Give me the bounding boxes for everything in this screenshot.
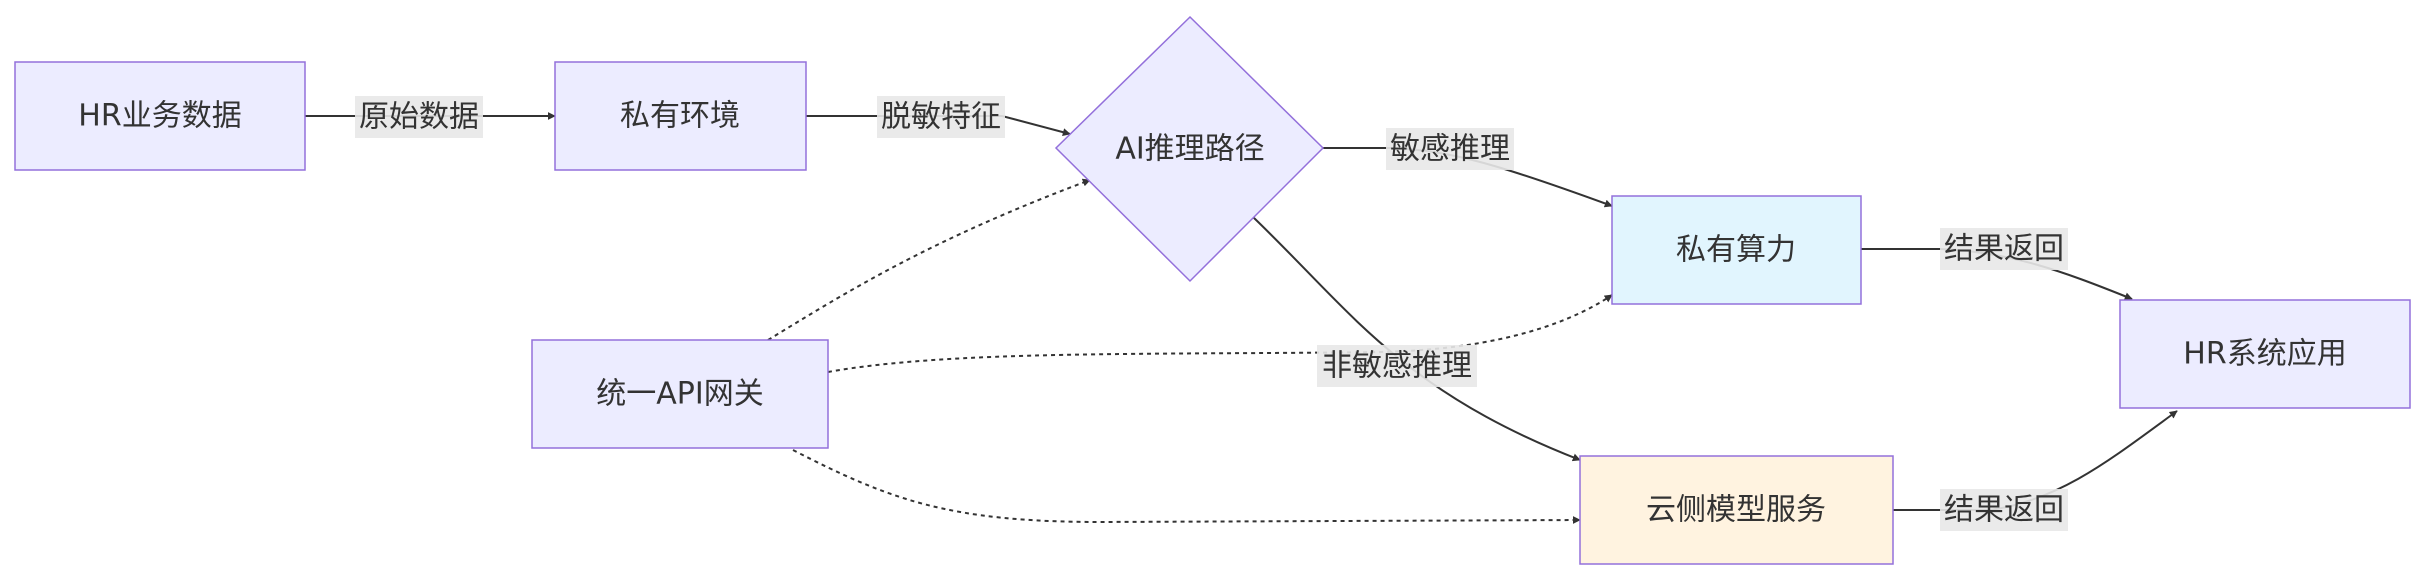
node-cloud-model: 云侧模型服务	[1579, 455, 1894, 565]
edge-label-raw-data-bg	[355, 96, 483, 138]
edge-label-sensitive: 敏感推理	[1386, 128, 1514, 170]
node-private-compute-box	[1611, 195, 1862, 305]
node-private-env-box	[554, 61, 807, 171]
edge-label-return-cloud: 结果返回	[1940, 489, 2068, 531]
node-private-compute: 私有算力	[1611, 195, 1862, 305]
edge-label-sensitive-text: 敏感推理	[1390, 132, 1510, 167]
edge-gateway-to-private-compute	[827, 294, 1613, 373]
edge-label-non-sensitive-bg	[1317, 345, 1477, 387]
node-private-env-label: 私有环境	[620, 99, 740, 134]
node-hr-data-box	[14, 61, 306, 171]
edge-ai-router-to-cloud-model	[1252, 216, 1581, 462]
edge-label-non-sensitive: 非敏感推理	[1317, 345, 1477, 387]
node-api-gateway: 统一API网关	[531, 339, 829, 449]
node-ai-router-label: AI推理路径	[1115, 132, 1264, 167]
node-hr-data-label: HR业务数据	[78, 99, 241, 134]
node-hr-data: HR业务数据	[14, 61, 306, 171]
node-private-compute-label: 私有算力	[1676, 233, 1796, 268]
edge-label-return-private-bg	[1940, 228, 2068, 270]
node-hr-app-label: HR系统应用	[2183, 337, 2346, 372]
node-hr-app: HR系统应用	[2119, 299, 2411, 409]
edge-label-sensitive-bg	[1386, 128, 1514, 170]
node-api-gateway-box	[531, 339, 829, 449]
edge-label-return-cloud-text: 结果返回	[1944, 493, 2064, 528]
node-cloud-model-box	[1579, 455, 1894, 565]
node-ai-router-diamond	[1054, 15, 1325, 283]
edge-label-raw-data: 原始数据	[355, 96, 483, 138]
node-hr-app-box	[2119, 299, 2411, 409]
edge-label-return-cloud-bg	[1940, 489, 2068, 531]
node-ai-router: AI推理路径	[1054, 15, 1325, 283]
edge-label-non-sensitive-text: 非敏感推理	[1322, 349, 1472, 384]
edge-label-desensitized-bg	[877, 96, 1005, 138]
edge-label-return-private-text: 结果返回	[1944, 232, 2064, 267]
node-cloud-model-label: 云侧模型服务	[1646, 493, 1826, 528]
edge-label-return-private: 结果返回	[1940, 228, 2068, 270]
edge-label-desensitized-text: 脱敏特征	[881, 100, 1001, 135]
edge-gateway-to-ai-router	[767, 178, 1091, 341]
edge-gateway-to-cloud-model	[792, 449, 1581, 525]
edge-label-desensitized: 脱敏特征	[877, 96, 1005, 138]
node-api-gateway-label: 统一API网关	[596, 377, 763, 412]
edge-label-raw-data-text: 原始数据	[359, 100, 479, 135]
node-private-env: 私有环境	[554, 61, 807, 171]
